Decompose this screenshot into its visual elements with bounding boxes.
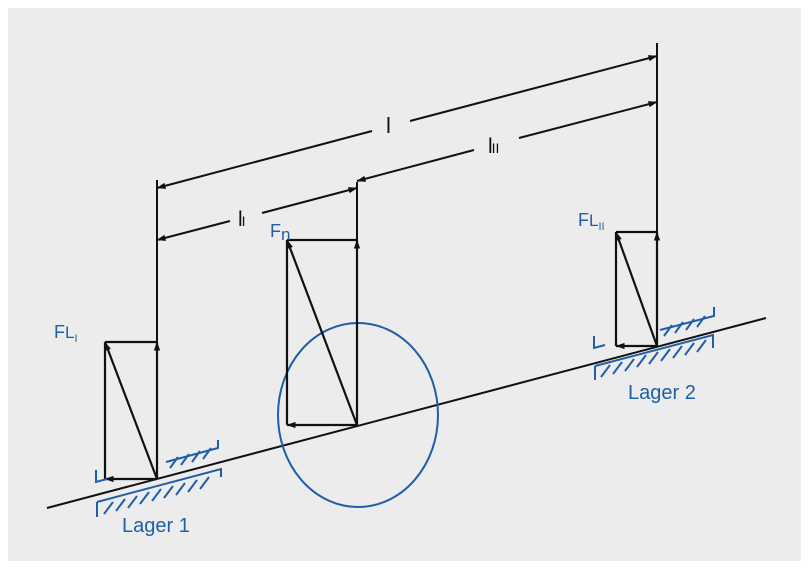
force-label-normal: Fn: [270, 221, 290, 244]
force-label-bearing2: FLII: [578, 210, 605, 233]
dimension-left-segment-a: [156, 220, 231, 241]
force-rectangle-gear: [285, 238, 361, 429]
force-rectangle-bearing1: [103, 340, 161, 483]
bearing2-label: Lager 2: [628, 382, 696, 404]
dimension-left-segment-b: [261, 187, 358, 214]
bearing2-symbol: [593, 307, 715, 380]
bearing1-symbol: [95, 440, 222, 517]
dimension-right-segment-b: [518, 101, 658, 139]
dimension-right-segment-a: [356, 149, 475, 182]
shaft-axis: [46, 317, 767, 509]
bearing1-label: Lager 1: [122, 515, 190, 537]
dimension-total-segment-b: [409, 55, 658, 122]
dimension-label-left: lI: [238, 208, 246, 231]
dimension-label-right: lII: [488, 135, 499, 158]
background-panel: [8, 8, 801, 561]
dimension-total-segment-a: [156, 130, 373, 189]
force-label-bearing1: FLI: [54, 322, 78, 345]
force-rectangle-bearing2: [614, 230, 661, 350]
dimension-label-total: l: [386, 113, 391, 138]
